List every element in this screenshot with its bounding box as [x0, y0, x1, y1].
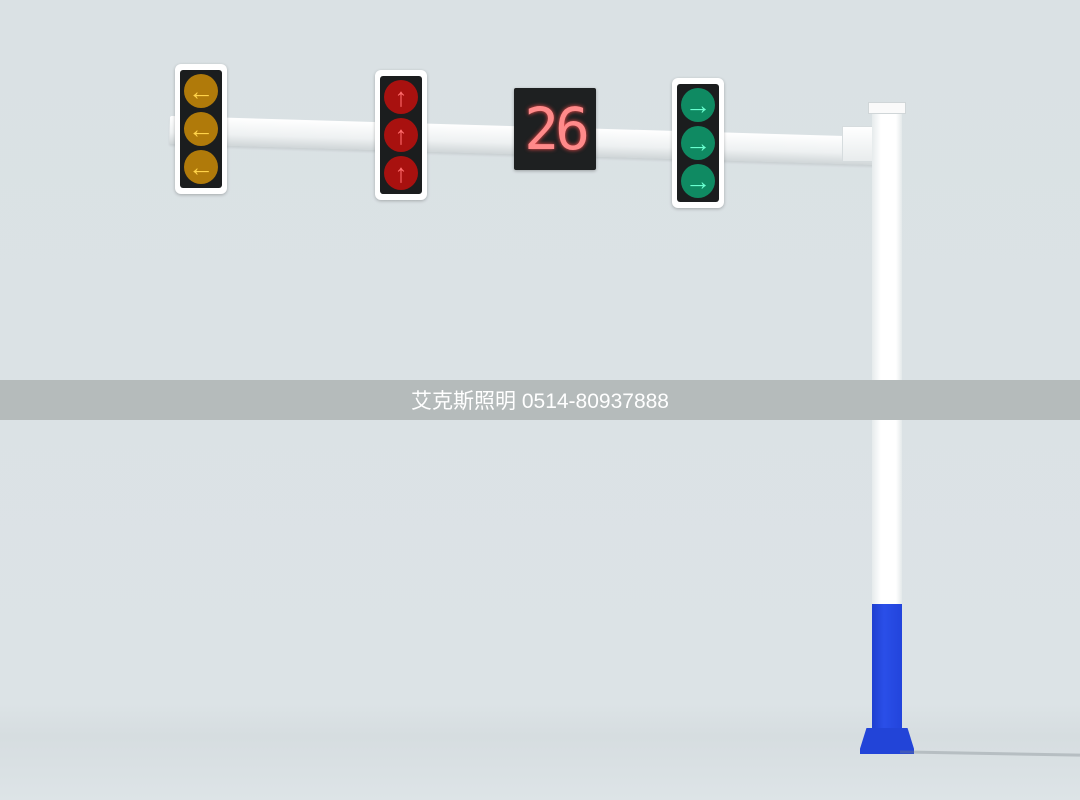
up-arrow-icon: ↑ [384, 80, 418, 114]
up-arrow-icon: ↑ [384, 118, 418, 152]
left-arrow-icon: ← [184, 74, 218, 108]
pole-cap [868, 102, 906, 114]
countdown-value: 26 [524, 95, 590, 163]
countdown-display: 26 [514, 88, 596, 170]
watermark-text: 艾克斯照明 0514-80937888 [411, 390, 669, 413]
watermark-banner: 艾克斯照明 0514-80937888 [0, 380, 1080, 420]
signal-left-turn: ← ← ← [175, 64, 227, 194]
pole-base-flange [860, 728, 914, 754]
pole-base-sleeve [872, 604, 902, 730]
ground-shadow [899, 750, 1080, 757]
left-arrow-icon: ← [184, 150, 218, 184]
right-arrow-icon: → [681, 88, 715, 122]
signal-right-turn: → → → [672, 78, 724, 208]
up-arrow-icon: ↑ [384, 156, 418, 190]
right-arrow-icon: → [681, 164, 715, 198]
signal-straight: ↑ ↑ ↑ [375, 70, 427, 200]
left-arrow-icon: ← [184, 112, 218, 146]
right-arrow-icon: → [681, 126, 715, 160]
